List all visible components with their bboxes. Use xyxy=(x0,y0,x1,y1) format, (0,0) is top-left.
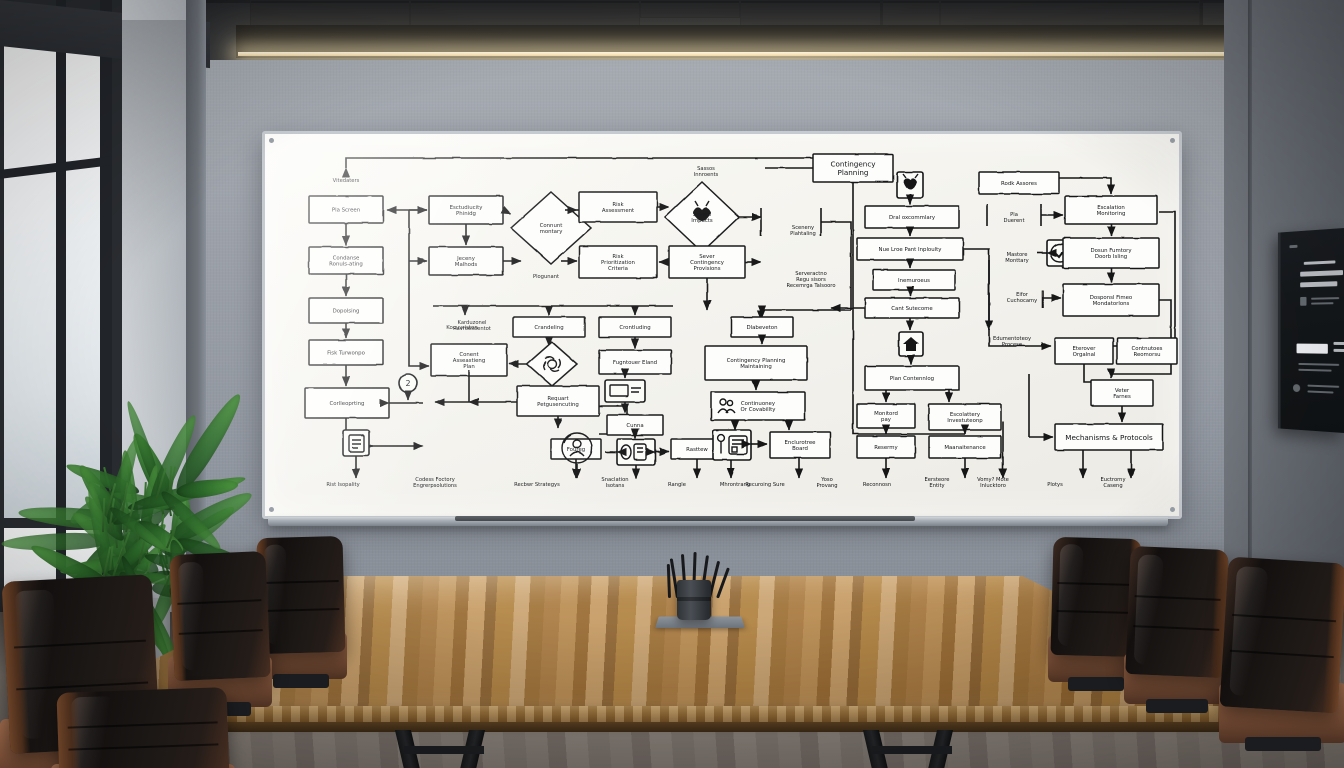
node-label-n36: Resermy xyxy=(874,445,898,451)
bottom-annotation-8: Reconnosn xyxy=(863,482,891,488)
node-label-n26: Dlabeveton xyxy=(746,325,777,331)
node-label-n31: Nue Lroe Pant Inploulty xyxy=(879,247,943,253)
chair-backrest xyxy=(1125,545,1229,679)
whiteboard-corner-screw xyxy=(1170,507,1175,512)
conference-chair[interactable] xyxy=(1124,545,1230,714)
whiteboard-flowchart: 2 Pla ScreenCondanseRonuls-atingDopolsin… xyxy=(304,153,1178,489)
bottom-annotation-4: Rangle xyxy=(668,482,686,488)
window-pane xyxy=(66,40,100,520)
node-label-n30: Dral oxcommlary xyxy=(889,215,936,221)
chair-backrest xyxy=(169,550,271,682)
whiteboard-tray-lip xyxy=(455,516,915,521)
bottom-annotation-2: Recbwr Strategys xyxy=(514,482,560,488)
node-label-n23: Cunna xyxy=(626,423,643,429)
node-label-n1: Pla Screen xyxy=(332,208,360,214)
whiteboard-corner-screw xyxy=(269,138,274,143)
window-pane xyxy=(4,18,56,518)
node-label-n22: Fugntouer Eland xyxy=(613,360,657,366)
chair-backrest xyxy=(256,535,346,655)
bottom-annotation-0: Rist Isopality xyxy=(326,482,359,488)
chair-backrest xyxy=(1219,556,1344,714)
node-label-n39: Rodk Assores xyxy=(1001,181,1037,187)
node-label-n19: Crandeling xyxy=(534,325,563,331)
node-label-n3: Dopolsing xyxy=(333,309,360,315)
table-leg-brace xyxy=(404,746,484,754)
svg-text:2: 2 xyxy=(405,379,410,388)
conference-chair[interactable] xyxy=(1219,556,1344,751)
node-label-n34: Plan Contennlog xyxy=(890,376,934,382)
chair-backrest xyxy=(56,687,230,768)
pendant-light-glow xyxy=(238,52,1341,56)
bottom-annotation-6: Recuroing Sure xyxy=(745,482,784,488)
conference-chair[interactable] xyxy=(51,687,235,768)
chair-base xyxy=(1245,737,1321,751)
node-label-n33: Cant Sutecome xyxy=(891,306,933,312)
node-label-n32: Inemuroeus xyxy=(898,278,930,284)
pen-cup[interactable] xyxy=(677,580,711,620)
node-label-n21: Crontluding xyxy=(619,325,650,331)
chair-highlight xyxy=(1229,566,1269,697)
bottom-annotation-11: Plotys xyxy=(1047,482,1063,488)
window-mullion xyxy=(56,0,66,700)
whiteboard-corner-screw xyxy=(1170,138,1175,143)
chair-base xyxy=(1145,699,1209,714)
chair-trim xyxy=(56,692,82,768)
node-label-n24: Rasttew xyxy=(686,447,708,453)
conference-chair[interactable] xyxy=(254,535,348,688)
table-edge xyxy=(57,706,1287,722)
table-apron xyxy=(92,722,1252,732)
node-label-n4: Fisk Turwonpo xyxy=(327,351,365,357)
conference-chair[interactable] xyxy=(168,550,272,716)
pen-cup-band xyxy=(677,597,711,601)
node-label-n38: Maanaitenance xyxy=(944,445,986,451)
chair-base xyxy=(273,673,329,688)
wall-seam xyxy=(1248,0,1252,560)
node-label-n5: Corlleoprting xyxy=(330,401,365,407)
node-label-n9: Plogunant xyxy=(533,274,559,280)
node-label-n25: Foureg xyxy=(567,447,585,453)
whiteboard-marker-tray[interactable] xyxy=(268,517,1168,526)
wall-display-screen[interactable] xyxy=(1277,228,1344,433)
chair-base xyxy=(1067,677,1125,692)
node-label-n51: Vitedaters xyxy=(333,178,360,184)
whiteboard-corner-screw xyxy=(269,507,274,512)
table-leg-brace xyxy=(872,746,952,754)
node-label-n50: Mechanisms & Protocols xyxy=(1065,433,1153,442)
chair-highlight xyxy=(1057,544,1084,647)
chair-highlight xyxy=(1133,553,1164,666)
pillar-shadow xyxy=(122,20,192,440)
pendant-light-fixture xyxy=(236,25,1343,57)
